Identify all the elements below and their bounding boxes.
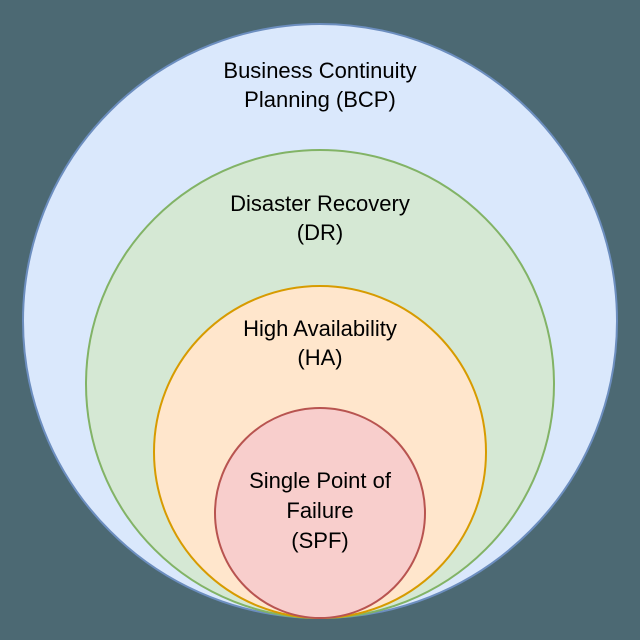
- label-ha-line2: (HA): [297, 345, 343, 370]
- label-spf-line3: (SPF): [291, 528, 349, 553]
- label-spf-line1: Single Point of: [249, 468, 391, 493]
- label-single-point-of-failure: Single Point of Failure (SPF): [0, 466, 640, 556]
- label-ha-line1: High Availability: [243, 316, 397, 341]
- label-spf-line2: Failure: [286, 498, 354, 523]
- label-bcp-line1: Business Continuity: [223, 58, 417, 83]
- label-bcp: Business Continuity Planning (BCP): [0, 56, 640, 114]
- circle-single-point-of-failure: [214, 407, 426, 619]
- label-high-availability: High Availability (HA): [0, 314, 640, 372]
- label-disaster-recovery: Disaster Recovery (DR): [0, 189, 640, 247]
- label-bcp-line2: Planning (BCP): [244, 87, 396, 112]
- label-dr-line2: (DR): [296, 220, 344, 245]
- label-dr-line1: Disaster Recovery: [230, 191, 410, 216]
